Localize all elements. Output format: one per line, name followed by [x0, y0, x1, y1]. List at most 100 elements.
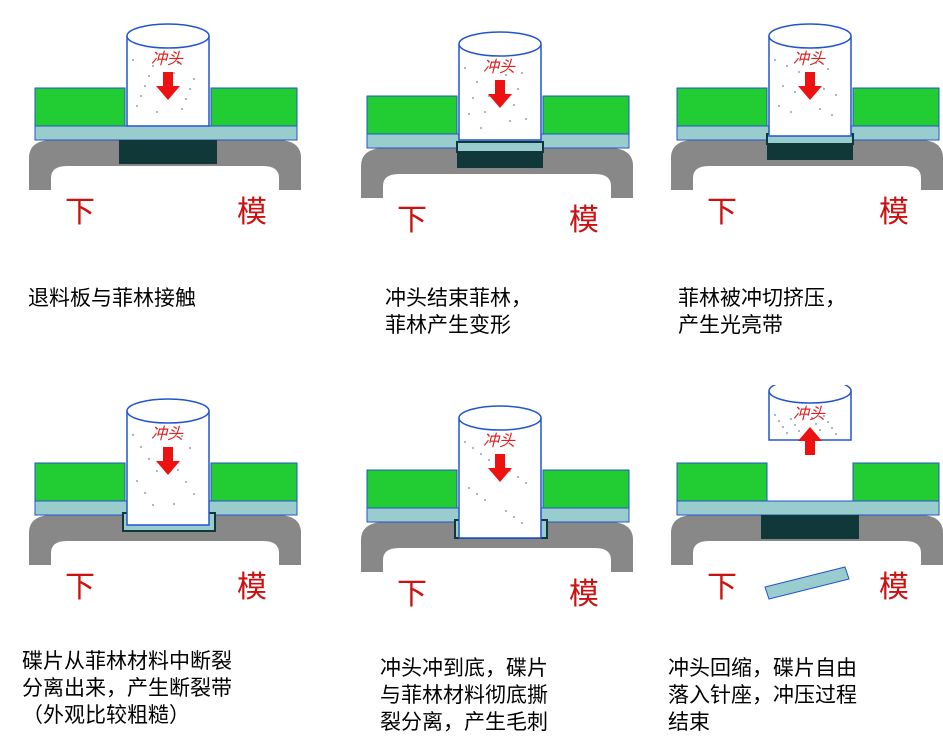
stripper-plate-right — [210, 462, 298, 502]
caption-line: 碟片从菲林材料中断裂 — [22, 649, 232, 673]
die-cavity — [693, 166, 921, 190]
punch-speckle — [185, 481, 187, 483]
step-panel-6: 下模冲头 — [657, 385, 943, 605]
punch-speckle — [476, 81, 478, 83]
stripper-plate-right — [542, 469, 630, 509]
punch-speckle — [464, 67, 466, 69]
punch-speckle — [513, 104, 515, 106]
step-panel-1: 下模冲头 — [15, 10, 315, 230]
step-illustration-5: 下模冲头 — [361, 405, 633, 612]
punch-speckle — [798, 430, 800, 432]
punch-speckle — [468, 487, 470, 489]
stripper-plate-right — [852, 462, 940, 502]
punch-speckle — [811, 417, 813, 419]
punch-speckle — [786, 65, 788, 67]
punch-speckle — [480, 453, 482, 455]
down-arrow-icon — [488, 454, 512, 482]
step-illustration-1: 下模冲头 — [29, 23, 301, 230]
punch-speckle — [517, 88, 519, 90]
punch-speckle — [525, 118, 527, 120]
die-label-left: 下 — [397, 203, 427, 238]
punch-speckle — [774, 59, 776, 61]
die-label-left: 下 — [65, 570, 95, 605]
punch-speckle — [185, 98, 187, 100]
ejected-slug — [764, 566, 850, 600]
punch-speckle — [132, 59, 134, 61]
punch-top — [768, 385, 852, 404]
punch-speckle — [819, 108, 821, 110]
punch-speckle — [472, 97, 474, 99]
die-label-left: 下 — [707, 195, 737, 230]
punch-speckle — [819, 429, 821, 431]
punch-speckle — [148, 75, 150, 77]
punch-speckle — [484, 111, 486, 113]
punch-speckle — [782, 426, 784, 428]
punch-speckle — [517, 476, 519, 478]
die-cavity — [51, 541, 279, 565]
stripper-plate-left — [366, 469, 458, 509]
punch-speckle — [823, 88, 825, 90]
stripper-plate-left — [34, 462, 126, 502]
caption-line: 产生光亮带 — [678, 313, 783, 337]
die-label-right: 模 — [879, 195, 909, 230]
film-sheet — [34, 125, 298, 141]
die-label-right: 模 — [237, 570, 267, 605]
punch-speckle — [778, 420, 780, 422]
down-arrow-icon — [156, 447, 180, 475]
punch-speckle — [181, 108, 183, 110]
caption-line: 冲头冲到底，碟片 — [380, 656, 548, 680]
punch-speckle — [786, 432, 788, 434]
deformed-film — [456, 141, 544, 153]
caption-line: 与菲林材料彻底撕 — [380, 683, 548, 707]
step-panel-2: 下模冲头 — [347, 18, 647, 238]
punch-speckle — [774, 414, 776, 416]
die-cavity — [51, 166, 279, 190]
down-arrow-icon — [488, 80, 512, 108]
caption-line: （外观比较粗糙） — [22, 703, 190, 727]
punch-speckle — [148, 458, 150, 460]
punch-label: 冲头 — [151, 49, 184, 68]
step-caption-6: 冲头回缩，碟片自由落入针座，冲压过程结束 — [668, 655, 857, 736]
punch-speckle — [140, 446, 142, 448]
caption-line: 结束 — [668, 710, 710, 734]
punch-speckle — [177, 62, 179, 64]
punch-speckle — [794, 91, 796, 93]
punch-speckle — [136, 105, 138, 107]
punch-label: 冲头 — [483, 57, 516, 76]
punch-speckle — [144, 85, 146, 87]
die-opening — [119, 140, 217, 164]
punch-speckle — [468, 113, 470, 115]
punch-speckle — [173, 503, 175, 505]
punch-speckle — [827, 421, 829, 423]
punch-speckle — [513, 516, 515, 518]
caption-line: 菲林被冲切挤压， — [678, 286, 846, 310]
punch-speckle — [831, 114, 833, 116]
caption-line: 裂分离，产生毛刺 — [380, 710, 548, 734]
punch-speckle — [152, 504, 154, 506]
down-arrow-icon — [156, 72, 180, 100]
punch-top — [458, 405, 542, 431]
punch-speckle — [509, 120, 511, 122]
punch-speckle — [156, 111, 158, 113]
punch-speckle — [181, 435, 183, 437]
step-caption-2: 冲头结束菲林，菲林产生变形 — [385, 285, 532, 339]
punch-speckle — [521, 72, 523, 74]
down-arrow-icon — [798, 72, 822, 100]
punch-speckle — [156, 470, 158, 472]
punch-speckle — [144, 492, 146, 494]
punch-speckle — [505, 510, 507, 512]
step-caption-3: 菲林被冲切挤压， 产生光亮带 — [678, 285, 846, 339]
stripper-plate-left — [676, 462, 768, 502]
die-cavity — [693, 541, 921, 565]
punch-speckle — [136, 480, 138, 482]
punch-speckle — [790, 418, 792, 420]
punch-speckle — [189, 88, 191, 90]
caption-line: 菲林产生变形 — [385, 313, 511, 337]
punch-speckle — [488, 459, 490, 461]
die-cavity — [383, 548, 611, 572]
punch-speckle — [193, 78, 195, 80]
punch-speckle — [831, 427, 833, 429]
die-label-right: 模 — [879, 570, 909, 605]
punch-top — [126, 23, 210, 49]
